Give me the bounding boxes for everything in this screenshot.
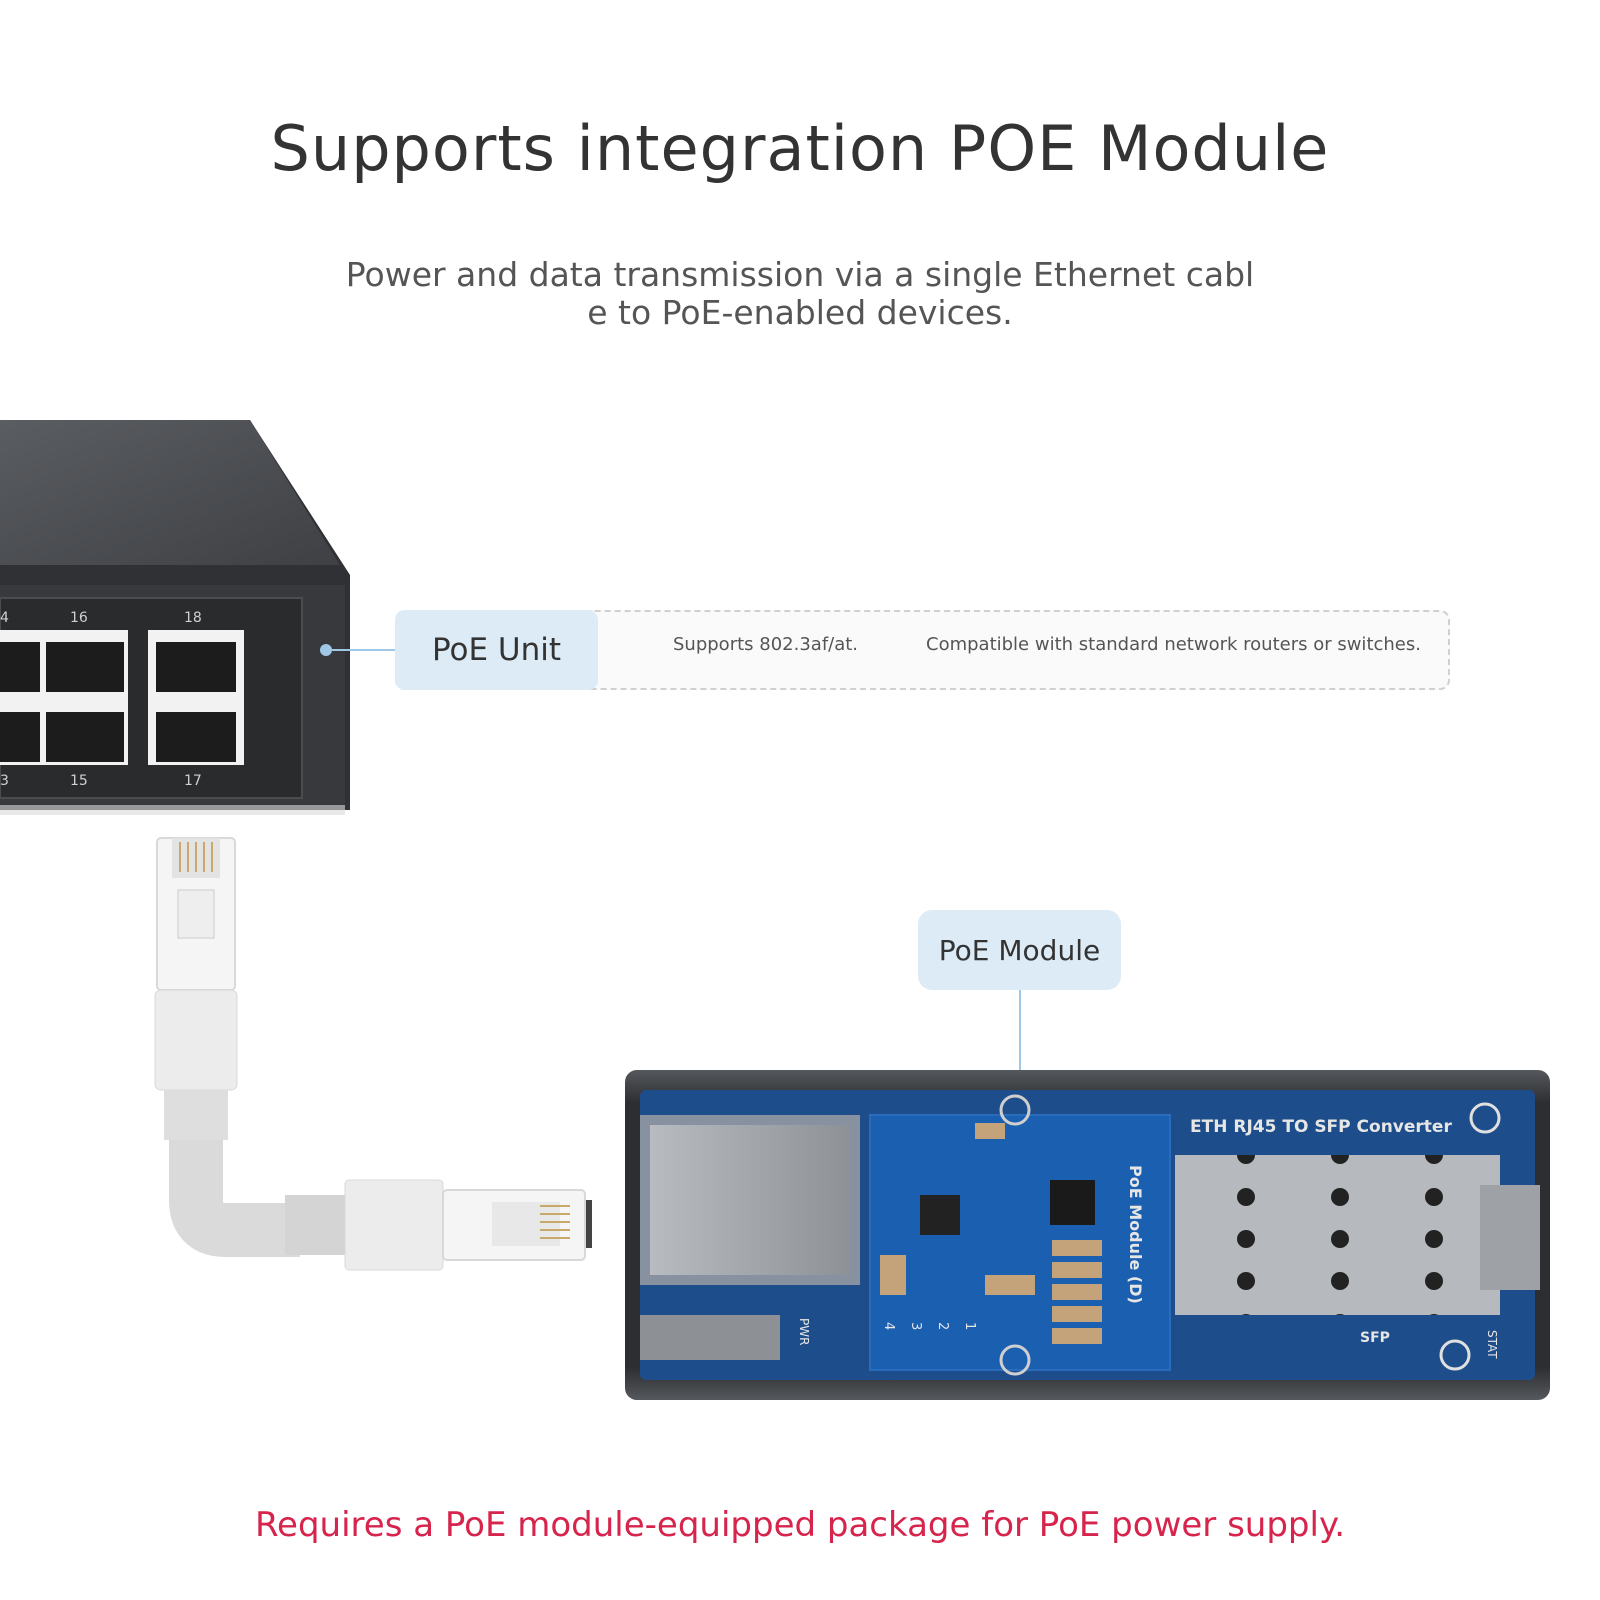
sfp-label: SFP [1360,1330,1390,1346]
subtitle-line-1: Power and data transmission via a single… [345,255,1255,294]
port-number: 16 [70,610,88,626]
pin-label: 4 [881,1322,896,1330]
pin-label: 2 [935,1322,950,1330]
poe-unit-connector [320,644,397,656]
board-title: ETH RJ45 TO SFP Converter [1190,1117,1452,1137]
module-text: PoE Module (D) [1126,1165,1145,1304]
port-number: 3 [0,773,9,789]
poe-unit-spec-compatibility: Compatible with standard network routers… [926,634,1421,655]
port-number: 18 [184,610,202,626]
port-number: 4 [0,610,9,626]
pin-label: 3 [908,1322,923,1330]
converter-device: ETH RJ45 TO SFP Converter PoE Module (D)… [625,1070,1550,1400]
footnote: Requires a PoE module-equipped package f… [254,1505,1346,1545]
pwr-label: PWR [797,1318,811,1345]
poe-unit-label: PoE Unit [395,610,598,690]
network-switch: 4 16 18 3 15 17 [0,420,350,815]
stat-label: STAT [1485,1330,1499,1359]
pin-label: 1 [962,1322,977,1330]
poe-module-label: PoE Module [918,910,1121,990]
port-number: 17 [184,773,202,789]
ethernet-cable [154,837,592,1271]
page-subtitle: Power and data transmission via a single… [340,256,1260,332]
poe-unit-spec-standard: Supports 802.3af/at. [673,634,859,655]
port-number: 15 [70,773,88,789]
subtitle-line-2: e to PoE-enabled devices. [587,293,1013,332]
page-title: Supports integration POE Module [270,112,1330,185]
